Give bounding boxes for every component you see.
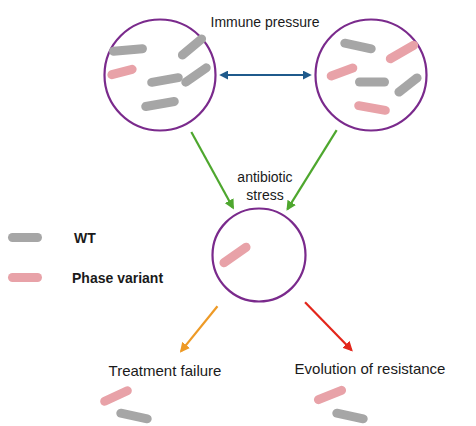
legend-text: Phase variant <box>72 269 163 287</box>
wt-rod <box>146 72 183 87</box>
legend-swatch <box>8 233 42 242</box>
arrow-connector <box>305 302 351 350</box>
wt-rod <box>179 62 212 89</box>
arrow-connector <box>191 132 233 208</box>
wt-rod <box>141 96 180 111</box>
edge-label: antibiotic stress <box>228 168 302 204</box>
phase-variant-rod <box>99 385 134 408</box>
wt-rod <box>115 408 152 424</box>
circle-border <box>213 209 306 302</box>
wt-rod <box>176 33 208 62</box>
wt-rod <box>331 408 368 424</box>
node-text: Treatment failure <box>92 362 238 380</box>
arrow-connector <box>221 74 310 76</box>
wt-rod <box>355 78 389 87</box>
arrow-connector <box>288 130 337 209</box>
outcome-label: Evolution of resistance <box>266 360 474 378</box>
phase-variant-rod <box>218 241 253 269</box>
population-circle <box>314 18 428 132</box>
phase-variant-rod <box>325 62 358 81</box>
phase-variant-rod <box>313 384 348 405</box>
arrow-connector <box>181 306 217 351</box>
circle-outline <box>211 207 307 303</box>
phase-variant-rod <box>384 39 420 65</box>
wt-rod <box>339 38 376 54</box>
population-circle <box>103 18 217 132</box>
wt-rod <box>109 44 148 56</box>
wt-rod <box>393 72 424 99</box>
edge-label: Immune pressure <box>195 13 335 31</box>
circle-border <box>316 20 427 131</box>
circle-border <box>105 20 216 131</box>
population-circle <box>211 207 307 303</box>
node-text: Evolution of resistance <box>266 360 474 378</box>
phase-variant-rod <box>106 64 137 80</box>
phase-variant-rod <box>353 100 390 115</box>
outcome-label: Treatment failure <box>92 362 238 380</box>
circle-outline <box>103 18 217 132</box>
legend-swatch <box>8 273 42 282</box>
circle-outline <box>314 18 428 132</box>
legend-text: WT <box>74 229 96 247</box>
